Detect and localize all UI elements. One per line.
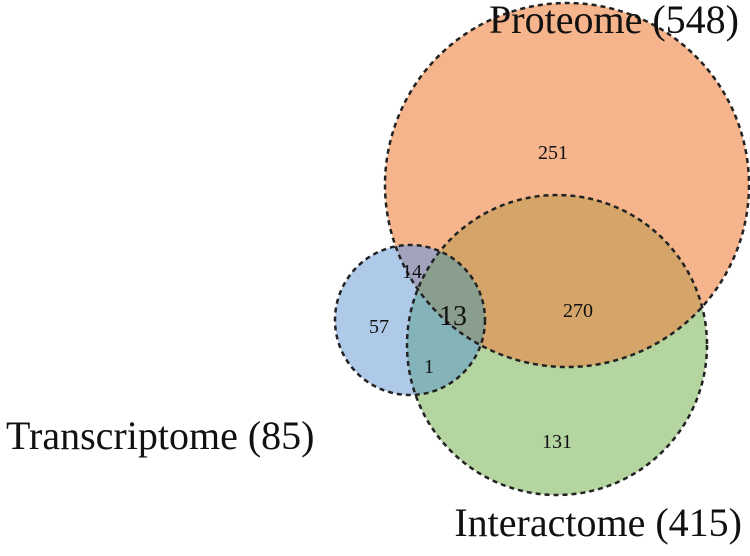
interactome-title: Interactome (415)	[454, 500, 742, 545]
count-proteome-only: 251	[538, 142, 568, 164]
count-transcriptome-only: 57	[369, 316, 389, 338]
proteome-title: Proteome (548)	[489, 0, 739, 42]
set-outlines	[333, 1, 750, 497]
set-fills	[335, 3, 749, 495]
count-all-three: 13	[439, 301, 467, 332]
count-interactome-transcriptome: 1	[424, 356, 434, 378]
count-proteome-transcriptome: 14	[402, 261, 422, 283]
proteome-outline	[383, 1, 750, 369]
count-interactome-only: 131	[542, 431, 572, 453]
transcriptome-outline	[333, 243, 487, 397]
count-proteome-interactome: 270	[563, 300, 593, 322]
transcriptome-title: Transcriptome (85)	[6, 413, 314, 458]
interactome-outline	[405, 193, 709, 497]
proteome-interactome-overlap	[407, 195, 707, 367]
